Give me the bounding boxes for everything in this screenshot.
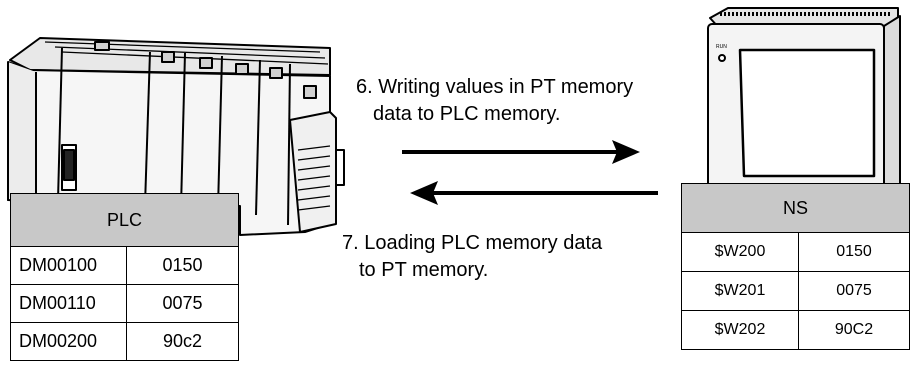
plc-table-header-row: PLC	[10, 193, 239, 247]
plc-table-header: PLC	[10, 193, 239, 247]
svg-text:RUN: RUN	[716, 44, 727, 50]
ns-table-header-row: NS	[681, 183, 910, 233]
ns-memory-table: NS $W200 0150 $W201 0075 $W202 90C2	[681, 183, 910, 350]
plc-address-cell: DM00110	[10, 284, 127, 323]
table-row: $W201 0075	[681, 271, 910, 311]
ns-touch-panel-icon: RUN	[707, 7, 901, 206]
load-arrow	[410, 181, 658, 205]
table-row: DM00200 90c2	[10, 322, 239, 361]
load-description-line1: 7. Loading PLC memory data	[342, 232, 603, 254]
plc-value-cell: 0075	[126, 284, 239, 323]
table-row: DM00100 0150	[10, 246, 239, 285]
plc-memory-table: PLC DM00100 0150 DM00110 0075 DM00200 90…	[10, 193, 239, 361]
ns-address-cell: $W202	[681, 310, 799, 350]
plc-value-cell: 0150	[126, 246, 239, 285]
plc-address-cell: DM00200	[10, 322, 127, 361]
table-row: $W200 0150	[681, 232, 910, 272]
ns-value-cell: 90C2	[798, 310, 910, 350]
ns-value-cell: 0150	[798, 232, 910, 272]
plc-address-cell: DM00100	[10, 246, 127, 285]
table-row: $W202 90C2	[681, 310, 910, 350]
write-description: 6. Writing values in PT memory data to P…	[356, 74, 633, 128]
load-description-line2: to PT memory.	[359, 259, 489, 281]
ns-table-header: NS	[681, 183, 910, 233]
write-arrow	[402, 140, 640, 164]
load-description: 7. Loading PLC memory data to PT memory.	[342, 230, 602, 284]
write-description-line2: data to PLC memory.	[373, 103, 561, 125]
ns-address-cell: $W201	[681, 271, 799, 311]
ns-address-cell: $W200	[681, 232, 799, 272]
write-description-line1: 6. Writing values in PT memory	[356, 76, 634, 98]
plc-value-cell: 90c2	[126, 322, 239, 361]
table-row: DM00110 0075	[10, 284, 239, 323]
ns-value-cell: 0075	[798, 271, 910, 311]
